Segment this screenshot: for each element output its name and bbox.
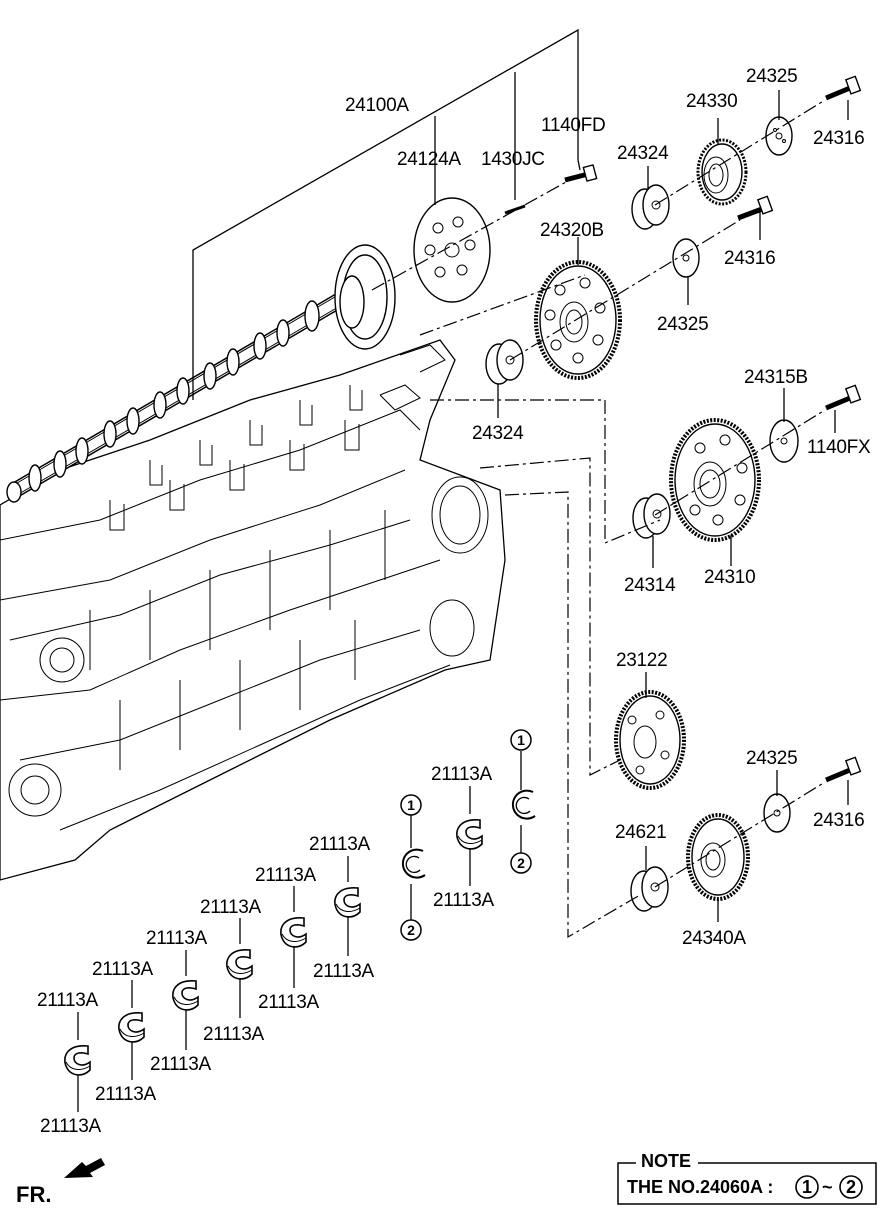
bearing-shell (64, 1045, 91, 1076)
label-24621: 24621 (615, 822, 666, 843)
note-box: NOTE THE NO.24060A : 1 ~ 2 (617, 1151, 877, 1205)
label-1140fx: 1140FX (807, 437, 871, 458)
label-21113a: 21113A (433, 890, 495, 911)
bolt-24316-low (825, 756, 862, 783)
label-24310: 24310 (704, 567, 755, 588)
front-label: FR. (16, 1182, 51, 1207)
label-21113a: 21113A (95, 1084, 157, 1105)
circle-marks: 1 2 1 2 (400, 729, 532, 941)
svg-text:1: 1 (517, 732, 525, 748)
bolt-24316-mid (737, 195, 774, 221)
label-21113a: 21113A (255, 865, 317, 886)
label-24316-mid: 24316 (724, 248, 775, 269)
bearing-shell (280, 917, 307, 948)
gear-24340a (686, 813, 750, 901)
bearing-shells (64, 819, 483, 1076)
label-21113a: 21113A (313, 961, 375, 982)
label-24340a: 24340A (682, 928, 746, 949)
label-24316-low: 24316 (813, 810, 864, 831)
label-23122: 23122 (616, 650, 667, 671)
engine-block (0, 339, 506, 881)
plate-24124a (413, 197, 491, 303)
hub-24324-low (485, 339, 524, 385)
gear-24310 (669, 418, 761, 542)
label-24316-top: 24316 (813, 128, 864, 149)
note-tilde: ~ (822, 1177, 833, 1197)
pin-1430jc (504, 204, 526, 215)
note-mark-2: 2 (846, 1177, 856, 1197)
label-21113a: 21113A (37, 990, 99, 1011)
label-1140fd: 1140FD (541, 115, 605, 136)
circle-mark-2-lower: 2 (400, 884, 422, 941)
camshaft (6, 244, 396, 503)
front-arrow-icon (64, 1158, 105, 1178)
washer-24325-low (763, 793, 791, 833)
bearing-shell (118, 1012, 145, 1043)
gear-24330 (696, 138, 748, 206)
label-21113a: 21113A (40, 1116, 102, 1137)
bolt-24316-top (825, 75, 862, 101)
svg-text:2: 2 (407, 922, 415, 938)
bearing-shell (334, 887, 361, 918)
label-21113a: 21113A (92, 959, 154, 980)
thrust-washer-lower (401, 848, 426, 879)
label-24324-top: 24324 (617, 143, 669, 164)
part-labels: 24100A 24124A 1430JC 1140FD 24330 24325 … (345, 66, 871, 949)
hub-24324-top (631, 184, 670, 230)
circle-mark-1-upper: 1 (510, 729, 532, 790)
bearing-shell (172, 980, 199, 1011)
label-24325-mid: 24325 (657, 314, 708, 335)
label-21113a: 21113A (258, 992, 320, 1013)
washer-24315b (769, 419, 799, 463)
label-21113a: 21113A (309, 834, 371, 855)
label-21113a: 21113A (203, 1024, 265, 1045)
gear-23122 (614, 690, 686, 790)
label-24100a: 24100A (345, 95, 409, 116)
label-24314: 24314 (624, 575, 676, 596)
svg-text:2: 2 (517, 855, 525, 871)
bearing-shell (226, 949, 253, 980)
label-24325-low: 24325 (746, 748, 797, 769)
label-24124a: 24124A (397, 149, 461, 170)
label-24324-low: 24324 (472, 423, 524, 444)
front-indicator: FR. (16, 1158, 105, 1207)
label-21113a: 21113A (431, 764, 493, 785)
note-title: NOTE (641, 1151, 691, 1171)
circle-mark-2-upper: 2 (510, 825, 532, 874)
bolt-1140fx (825, 384, 862, 411)
label-24330: 24330 (686, 91, 737, 112)
bearing-shell (456, 819, 483, 850)
thrust-washer-upper (511, 789, 536, 820)
label-21113a: 21113A (146, 928, 208, 949)
label-21113a: 21113A (150, 1054, 212, 1075)
label-24320b: 24320B (540, 220, 604, 241)
label-24315b: 24315B (744, 367, 808, 388)
label-21113a: 21113A (200, 897, 262, 918)
svg-text:1: 1 (407, 797, 415, 813)
hub-24621 (630, 866, 669, 912)
note-mark-1: 1 (802, 1177, 812, 1197)
note-text: THE NO.24060A : (627, 1177, 773, 1197)
label-24325-top: 24325 (746, 66, 797, 87)
label-1430jc: 1430JC (481, 149, 545, 170)
hub-24314 (632, 493, 671, 539)
bolt-1140fd (564, 164, 598, 183)
leader-lines (192, 28, 849, 939)
circle-mark-1-lower: 1 (400, 794, 422, 848)
bearing-labels: 21113A 21113A 21113A 21113A 21113A 21113A 2111… (37, 764, 495, 1137)
gear-24320b (534, 260, 622, 380)
